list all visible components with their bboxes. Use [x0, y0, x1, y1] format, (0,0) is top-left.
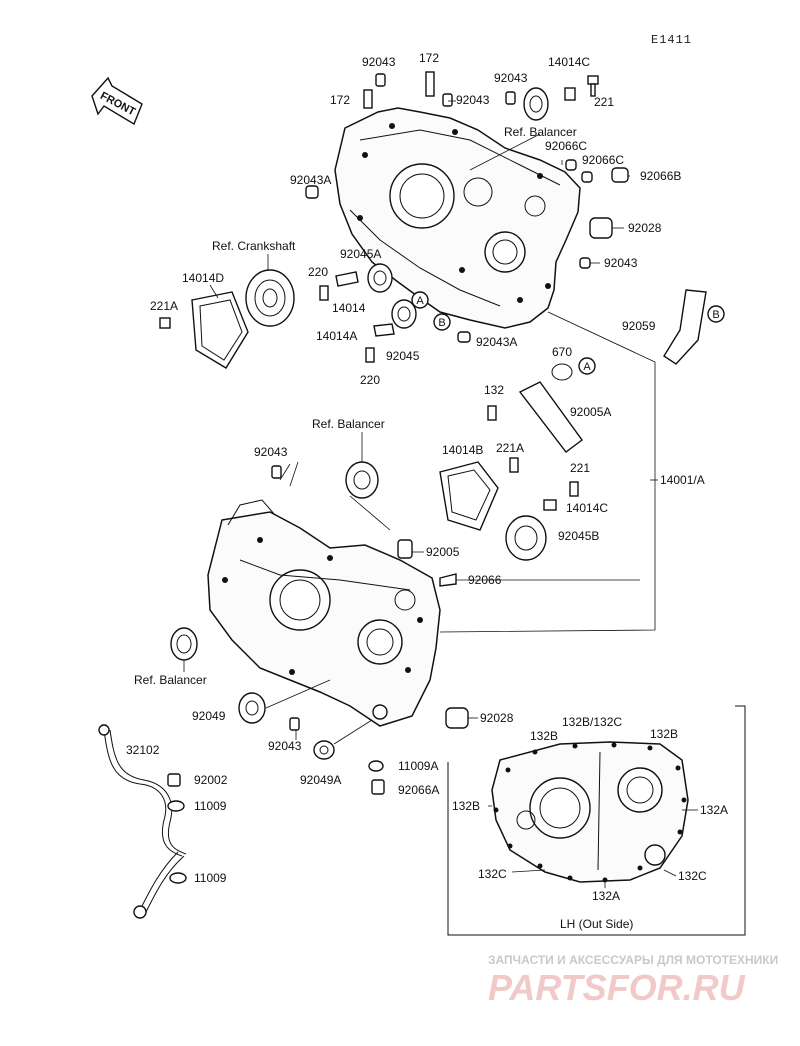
label-92066A: 92066A: [398, 783, 439, 797]
label-14014: 14014: [332, 301, 366, 315]
label-92028: 92028: [628, 221, 662, 235]
lh-outside-view: [447, 705, 746, 936]
label-92066C: 92066C: [582, 153, 624, 167]
balancer-bearing-top: [523, 87, 549, 121]
label-92066B: 92066B: [640, 169, 681, 183]
label-32102: 32102: [126, 743, 160, 757]
oil-pipe-32102: [98, 724, 187, 919]
callout-a-2: A: [578, 357, 596, 375]
label-92066C: 92066C: [545, 139, 587, 153]
label-11009: 11009: [194, 799, 227, 813]
label-lh-out-side: LH (Out Side): [560, 917, 633, 931]
label-172: 172: [419, 51, 439, 65]
label-132: 132: [484, 383, 504, 397]
label-132B: 132B: [650, 727, 678, 741]
label-220: 220: [360, 373, 380, 387]
label-92066: 92066: [468, 573, 502, 587]
label-92043: 92043: [268, 739, 302, 753]
bearing-cover-plate-14014B: [439, 461, 499, 531]
o-ring-670: [551, 363, 573, 381]
watermark: ЗАПЧАСТИ И АКСЕССУАРЫ ДЛЯ МОТОТЕХНИКИ PA…: [488, 953, 778, 1008]
callout-b-1: B: [433, 313, 451, 331]
balancer-seal-low: [170, 627, 198, 661]
label-221A: 221A: [496, 441, 524, 455]
label-92043: 92043: [362, 55, 396, 69]
label-92045A: 92045A: [340, 247, 381, 261]
upper-crankcase-half: [334, 107, 581, 329]
watermark-logo: PARTSFOR.RU: [488, 967, 746, 1008]
bearing-92045A: [367, 263, 393, 293]
bearing-cover-plate-14014D: [191, 291, 249, 369]
label-92043: 92043: [604, 256, 638, 270]
label-221: 221: [570, 461, 590, 475]
pipe-92005A: [518, 381, 583, 453]
collar-92028-low: [445, 707, 469, 729]
bearing-92045: [391, 299, 417, 329]
balancer-bearing-mid: [345, 461, 379, 499]
label-11009A: 11009A: [398, 759, 438, 773]
front-arrow-icon: FRONT: [91, 76, 143, 126]
label-92043: 92043: [254, 445, 288, 459]
watermark-tagline: ЗАПЧАСТИ И АКСЕССУАРЫ ДЛЯ МОТОТЕХНИКИ: [488, 953, 778, 967]
svg-text:A: A: [416, 295, 424, 307]
label-132B-132C: 132B/132C: [562, 715, 622, 729]
label-670: 670: [552, 345, 572, 359]
lower-crankcase-half: [207, 499, 441, 727]
callout-b-2: B: [707, 305, 725, 323]
label-92049: 92049: [192, 709, 226, 723]
seal-92049A: [313, 740, 335, 760]
label-221: 221: [594, 95, 614, 109]
label-132A: 132A: [592, 889, 620, 903]
label-172: 172: [330, 93, 350, 107]
label-92043: 92043: [456, 93, 490, 107]
label-11009: 11009: [194, 871, 227, 885]
label-14014C: 14014C: [566, 501, 608, 515]
dowel-92005: [397, 539, 413, 559]
label-14014B: 14014B: [442, 443, 483, 457]
label-92005: 92005: [426, 545, 460, 559]
label-14014D: 14014D: [182, 271, 224, 285]
label-92005A: 92005A: [570, 405, 611, 419]
bearing-92045B: [505, 515, 547, 561]
label-ref-balancer: Ref. Balancer: [134, 673, 207, 687]
label-92002: 92002: [194, 773, 228, 787]
label-92045B: 92045B: [558, 529, 599, 543]
small-parts: [159, 71, 599, 884]
collar-92066B: [611, 167, 629, 183]
callout-a-1: A: [411, 291, 429, 309]
label-92043A: 92043A: [290, 173, 331, 187]
svg-text:B: B: [712, 309, 719, 321]
label-132B: 132B: [530, 729, 558, 743]
label-92059: 92059: [622, 319, 656, 333]
svg-text:A: A: [583, 361, 591, 373]
label-14001-A: 14001/A: [660, 473, 705, 487]
label-92049A: 92049A: [300, 773, 341, 787]
label-132B: 132B: [452, 799, 480, 813]
collar-92028-top: [589, 217, 613, 239]
label-ref-balancer: Ref. Balancer: [312, 417, 385, 431]
label-92043A: 92043A: [476, 335, 517, 349]
label-221A: 221A: [150, 299, 178, 313]
label-92045: 92045: [386, 349, 420, 363]
label-132C: 132C: [478, 867, 507, 881]
label-220: 220: [308, 265, 328, 279]
label-ref-balancer: Ref. Balancer: [504, 125, 577, 139]
crankshaft-bearing: [245, 269, 295, 327]
label-132C: 132C: [678, 869, 707, 883]
label-132A: 132A: [700, 803, 728, 817]
diagram-code: E1411: [651, 33, 692, 47]
label-14014A: 14014A: [316, 329, 357, 343]
label-92043: 92043: [494, 71, 528, 85]
seal-92049: [238, 692, 266, 724]
leader-lines: [183, 100, 698, 888]
label-92028: 92028: [480, 711, 514, 725]
breather-92059: [663, 289, 707, 365]
svg-text:B: B: [438, 317, 445, 329]
label-ref-crankshaft: Ref. Crankshaft: [212, 239, 296, 253]
label-14014C: 14014C: [548, 55, 590, 69]
part-labels: 92043 172 172 92043 92043 14014C 221 Ref…: [126, 51, 728, 931]
